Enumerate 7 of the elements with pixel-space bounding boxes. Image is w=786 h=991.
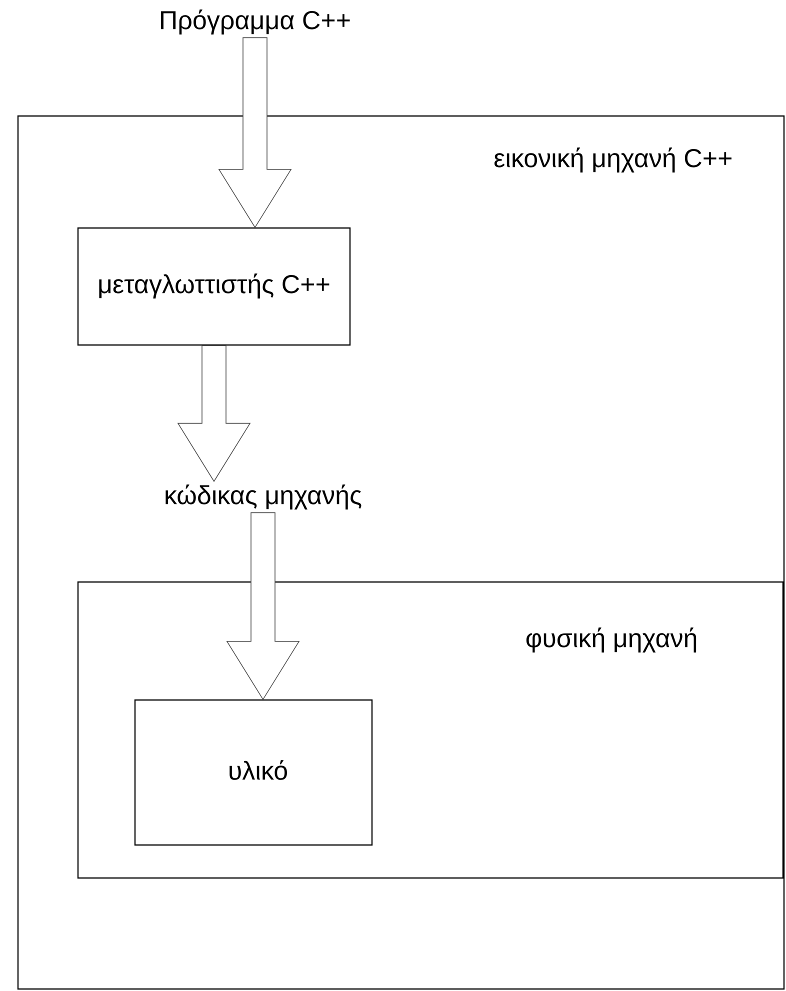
block-arrow	[177, 345, 251, 482]
block-arrow	[226, 512, 300, 700]
text-label: Πρόγραμμα C++	[161, 10, 350, 34]
block-arrow	[218, 37, 292, 228]
process-box: μεταγλωττιστής C++	[77, 227, 351, 346]
text-label: κώδικας μηχανής	[166, 484, 362, 510]
process-box: υλικό	[134, 699, 373, 846]
